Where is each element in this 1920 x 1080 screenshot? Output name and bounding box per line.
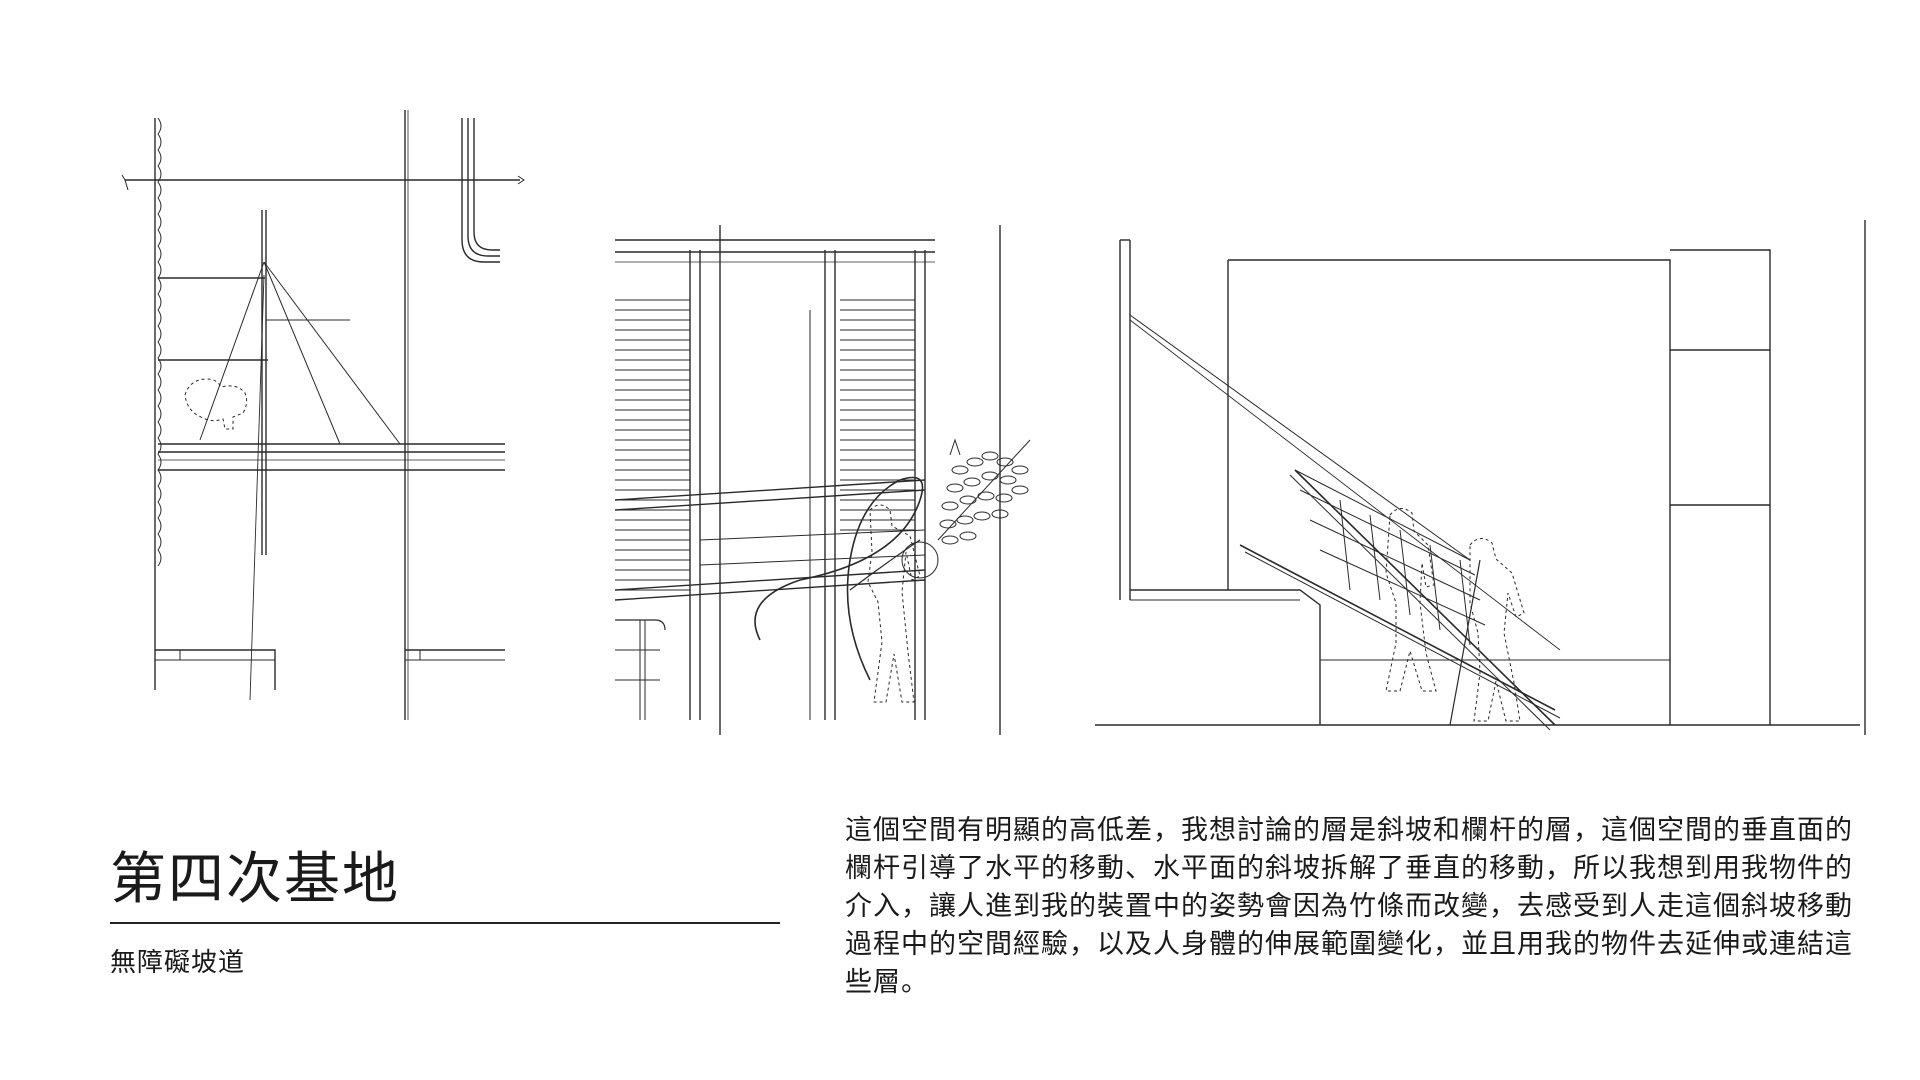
page-title: 第四次基地 <box>110 847 400 912</box>
title-divider <box>110 922 780 924</box>
drawing-section-3 <box>1095 220 1866 735</box>
description-paragraph: 這個空間有明顯的高低差，我想討論的層是斜坡和欄杆的層，這個空間的垂直面的欄杆引導… <box>845 815 1853 998</box>
architectural-drawings <box>121 110 1866 735</box>
drawing-section-1 <box>121 110 525 720</box>
drawing-elevation-2 <box>614 225 1031 735</box>
page-subtitle: 無障礙坡道 <box>110 948 246 978</box>
